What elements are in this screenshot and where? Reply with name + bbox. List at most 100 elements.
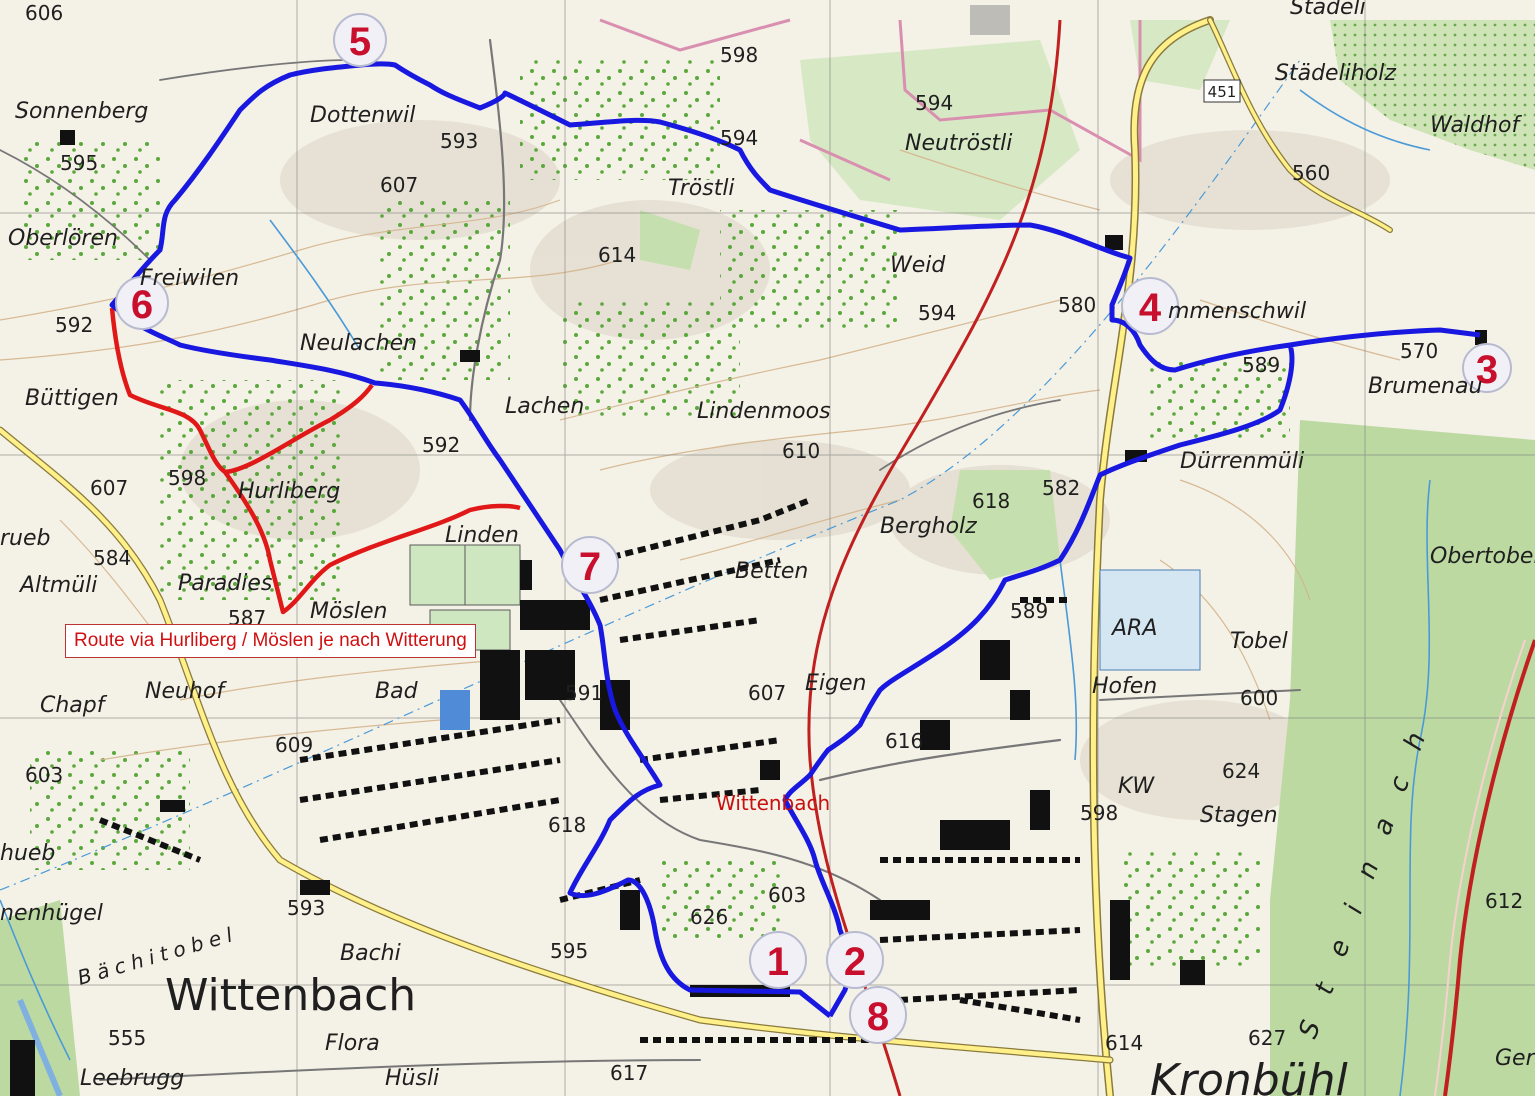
label-staedeliholz: Städeliholz [1275, 61, 1396, 86]
marker-7[interactable]: 7 [561, 536, 619, 594]
marker-3[interactable]: 3 [1462, 343, 1512, 393]
dash-dot-line [0, 59, 1301, 891]
marker-4-label: 4 [1139, 286, 1162, 330]
label-brumenau: Brumenau [1368, 374, 1482, 399]
municipal-boundary [599, 18, 1142, 182]
marker-8[interactable]: 8 [849, 986, 907, 1044]
svg-text:598: 598 [720, 43, 758, 67]
label-flora: Flora [325, 1031, 380, 1056]
label-hueb: hueb [0, 841, 55, 866]
svg-text:555: 555 [108, 1026, 146, 1050]
marker-6[interactable]: 6 [115, 276, 169, 330]
label-neulachen: Neulachen [300, 331, 417, 356]
label-freiwilen: Freiwilen [140, 266, 239, 291]
svg-text:612: 612 [1485, 889, 1523, 913]
label-oberloeren: Oberlören [8, 226, 118, 251]
label-betten: Betten [735, 559, 808, 584]
svg-text:624: 624 [1222, 759, 1260, 783]
label-troestli: Tröstli [668, 176, 735, 201]
svg-text:591: 591 [565, 681, 603, 705]
svg-text:589: 589 [1242, 353, 1280, 377]
svg-text:593: 593 [287, 896, 325, 920]
svg-text:589: 589 [1010, 599, 1048, 623]
label-leebrugg: Leebrugg [80, 1066, 184, 1091]
station-label: Wittenbach [716, 791, 830, 815]
label-bachi: Bachi [340, 941, 401, 966]
label-bad: Bad [375, 679, 419, 704]
marker-2[interactable]: 2 [826, 931, 884, 989]
elevation-labels: 606 598 593 607 594 594 560 614 595 592 … [25, 1, 1523, 1085]
label-neuhof: Neuhof [145, 679, 227, 704]
label-duerrenmueli: Dürrenmüli [1180, 449, 1304, 474]
road-number-sign: 451 [1203, 79, 1241, 103]
marker-6-label: 6 [131, 283, 153, 327]
svg-text:616: 616 [885, 729, 923, 753]
svg-text:592: 592 [422, 433, 460, 457]
label-linden: Linden [445, 523, 519, 548]
route-note: Route via Hurliberg / Möslen je nach Wit… [65, 624, 476, 658]
label-eigen: Eigen [805, 671, 866, 696]
label-kw: KW [1118, 774, 1155, 799]
svg-text:607: 607 [748, 681, 786, 705]
label-paradies: Paradies [178, 571, 272, 596]
svg-text:570: 570 [1400, 339, 1438, 363]
marker-5-label: 5 [349, 20, 371, 64]
alternate-route-red [109, 307, 521, 615]
label-weid: Weid [890, 253, 946, 278]
svg-text:617: 617 [610, 1061, 648, 1085]
forest-areas [0, 20, 1535, 1096]
svg-text:606: 606 [25, 1, 63, 25]
contour-lines [0, 149, 1401, 761]
label-altmueli: Altmüli [18, 573, 97, 598]
marker-3-label: 3 [1476, 348, 1498, 392]
marker-4[interactable]: 4 [1121, 277, 1179, 335]
label-chapf: Chapf [40, 693, 108, 718]
svg-text:618: 618 [548, 813, 586, 837]
label-staedeli: Städeli [1290, 0, 1366, 20]
housing-blocks [98, 497, 1081, 1043]
svg-text:627: 627 [1248, 1026, 1286, 1050]
label-sonnenberg: Sonnenberg [15, 99, 148, 124]
label-neutroestli: Neutröstli [905, 131, 1012, 156]
streams [0, 89, 1431, 1096]
marker-2-label: 2 [844, 940, 866, 984]
label-rueb: rueb [0, 526, 51, 551]
label-lachen: Lachen [505, 394, 584, 419]
svg-text:609: 609 [275, 733, 313, 757]
marker-8-label: 8 [867, 995, 889, 1039]
svg-text:618: 618 [972, 489, 1010, 513]
svg-text:614: 614 [1105, 1031, 1143, 1055]
svg-text:594: 594 [720, 126, 758, 150]
label-hurliberg: Hurliberg [238, 479, 340, 504]
svg-text:594: 594 [918, 301, 956, 325]
town-label-wittenbach: Wittenbach [165, 970, 416, 1021]
svg-text:592: 592 [55, 313, 93, 337]
svg-text:560: 560 [1292, 161, 1330, 185]
label-hofen: Hofen [1092, 674, 1157, 699]
marker-5[interactable]: 5 [333, 13, 387, 67]
label-moeslen: Möslen [310, 599, 388, 624]
label-lindenmoos: Lindenmoos [697, 399, 831, 424]
svg-text:607: 607 [380, 173, 418, 197]
label-tobel: Tobel [1230, 629, 1288, 654]
svg-text:584: 584 [93, 546, 131, 570]
label-ara: ARA [1110, 616, 1157, 641]
label-stagen: Stagen [1200, 803, 1278, 828]
svg-text:614: 614 [598, 243, 636, 267]
label-ger: Ger [1495, 1046, 1535, 1071]
svg-text:600: 600 [1240, 686, 1278, 710]
label-obertobel: Obertobel [1430, 544, 1535, 569]
route-markers: 1 2 3 4 5 6 7 8 [115, 13, 1512, 1044]
svg-text:626: 626 [690, 905, 728, 929]
svg-text:607: 607 [90, 476, 128, 500]
label-nenhuegel: nenhügel [0, 901, 103, 926]
town-label-kronbuehl: Kronbühl [1150, 1055, 1348, 1096]
label-waldhof: Waldhof [1430, 113, 1523, 138]
svg-text:595: 595 [550, 939, 588, 963]
buildings [10, 130, 1487, 1096]
marker-1[interactable]: 1 [749, 931, 807, 989]
marker-7-label: 7 [579, 545, 601, 589]
